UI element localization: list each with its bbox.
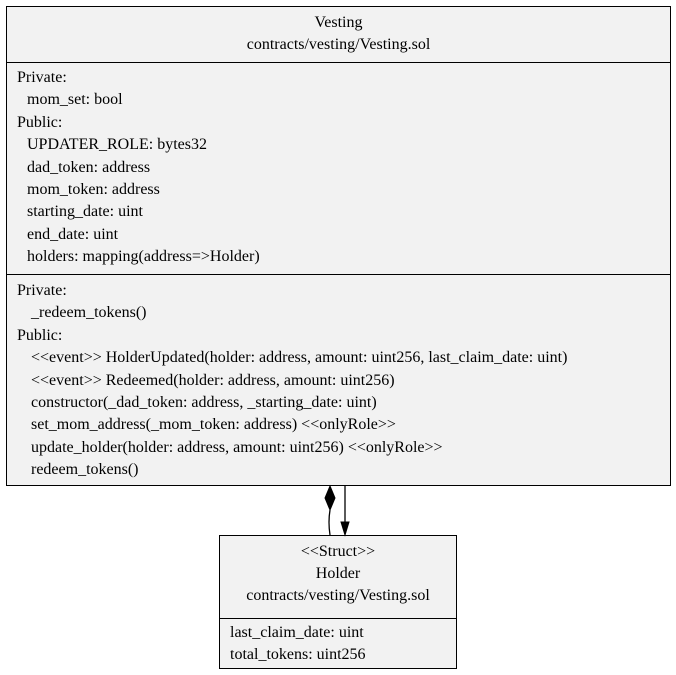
composition-diamond-icon: [324, 484, 336, 512]
operations-public-label: Public:: [17, 326, 63, 344]
attributes-private-label: Private:: [17, 69, 67, 86]
holder-struct-name: Holder: [315, 565, 361, 582]
vesting-class-path: contracts/vesting/Vesting.sol: [246, 36, 431, 53]
attribute-item: mom_token: address: [27, 180, 160, 198]
attribute-item: starting_date: uint: [27, 203, 143, 221]
vesting-class-box: Vesting contracts/vesting/Vesting.sol Pr…: [6, 6, 671, 486]
association-arrow-icon: [340, 521, 350, 537]
holder-attributes-section: last_claim_date: uint total_tokens: uint…: [220, 619, 456, 667]
operation-item: constructor(_dad_token: address, _starti…: [31, 393, 377, 411]
vesting-class-header: Vesting contracts/vesting/Vesting.sol: [7, 7, 670, 63]
attribute-item: UPDATER_ROLE: bytes32: [27, 136, 207, 154]
holder-attribute-item: last_claim_date: uint: [230, 624, 364, 641]
vesting-class-name: Vesting: [314, 14, 363, 31]
operation-item: _redeem_tokens(): [31, 304, 147, 322]
composition-line: [328, 509, 331, 536]
holder-struct-box: <<Struct>> Holder contracts/vesting/Vest…: [219, 535, 457, 669]
vesting-operations-section: Private: _redeem_tokens() Public: <<even…: [7, 274, 670, 482]
operation-item: set_mom_address(_mom_token: address) <<o…: [31, 416, 396, 434]
holder-struct-path: contracts/vesting/Vesting.sol: [246, 587, 430, 604]
holder-stereotype: <<Struct>>: [300, 543, 376, 560]
holder-struct-header: <<Struct>> Holder contracts/vesting/Vest…: [220, 536, 456, 619]
operation-item: update_holder(holder: address, amount: u…: [31, 438, 443, 456]
attribute-item: holders: mapping(address=>Holder): [27, 248, 260, 266]
attribute-item: end_date: uint: [27, 225, 119, 243]
holder-attribute-item: total_tokens: uint256: [230, 646, 366, 664]
association-connector: [340, 486, 350, 537]
operation-item: <<event>> Redeemed(holder: address, amou…: [31, 371, 395, 389]
attribute-item: dad_token: address: [27, 158, 151, 176]
operations-private-label: Private:: [17, 282, 67, 299]
vesting-attributes-section: Private: mom_set: bool Public: UPDATER_R…: [7, 63, 670, 274]
attributes-public-label: Public:: [17, 113, 63, 131]
operation-item: <<event>> HolderUpdated(holder: address,…: [31, 349, 568, 367]
operation-item: redeem_tokens(): [31, 461, 139, 479]
attribute-item: mom_set: bool: [27, 91, 123, 109]
composition-connector: [324, 484, 336, 536]
